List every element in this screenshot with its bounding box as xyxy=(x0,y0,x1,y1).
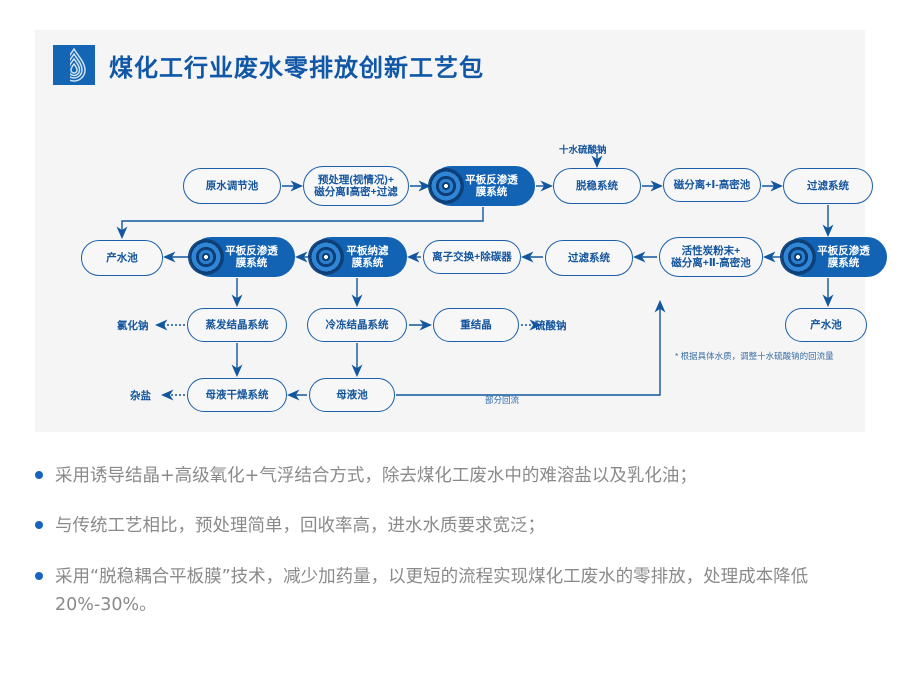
flow-node-n15: 冷冻结晶系统 xyxy=(307,308,407,342)
flow-edge-label-f1: 部分回流 xyxy=(485,395,520,405)
membrane-disc-icon xyxy=(429,169,463,203)
flow-node-n6: 过滤系统 xyxy=(783,168,873,204)
slide-panel: 煤化工行业废水零排放创新工艺包 xyxy=(35,30,887,432)
bullet-text: 采用诱导结晶+高级氧化+气浮结合方式，除去煤化工废水中的难溶盐以及乳化油； xyxy=(55,466,697,486)
flow-node-label: 产水池 xyxy=(810,318,842,331)
flow-node-n5: 磁分离+Ⅰ-高密池 xyxy=(663,168,761,202)
bullet-text: 与传统工艺相比，预处理简单，回收率高，进水水质要求宽泛； xyxy=(55,516,545,537)
flow-node-label: 过滤系统 xyxy=(807,179,849,192)
flow-node-n9: 平板纳滤 膜系统 xyxy=(309,237,407,277)
flow-connectors xyxy=(116,152,834,401)
bullet-dot-icon xyxy=(35,521,43,530)
flow-node-label: 重结晶 xyxy=(460,318,492,331)
bullet-dot-icon xyxy=(35,471,43,479)
flow-node-n2: 预处理(视情况)+ 磁分离Ⅰ高密+过滤 xyxy=(303,166,409,206)
bullet-text: 采用“脱稳耦合平板膜”技术，减少加药量，以更短的流程实现煤化工废水的零排放，处理… xyxy=(55,566,809,616)
flow-node-n11: 过滤系统 xyxy=(545,240,633,276)
flow-annotation-a1: 十水硫酸钠 xyxy=(559,145,607,156)
flow-node-label: 平板反渗透 膜系统 xyxy=(225,244,278,269)
flow-side-label-s1: 氯化钠 xyxy=(117,320,149,332)
membrane-disc-icon xyxy=(781,240,815,274)
flow-node-label: 产水池 xyxy=(106,251,138,264)
flow-node-n12: 活性炭粉末+ 磁分离+Ⅱ-高密池 xyxy=(659,237,763,277)
flow-node-n14: 蒸发结晶系统 xyxy=(187,308,287,342)
flow-node-n18: 母液干燥系统 xyxy=(187,378,287,412)
flow-node-label: 母液池 xyxy=(336,388,368,401)
flow-node-n7: 产水池 xyxy=(81,240,163,276)
flow-node-n1: 原水调节池 xyxy=(183,168,281,204)
page-title: 煤化工行业废水零排放创新工艺包 xyxy=(109,54,484,82)
flow-node-n16: 重结晶 xyxy=(433,308,519,342)
membrane-disc-icon xyxy=(189,240,223,274)
flow-side-label-s2: 硫酸钠 xyxy=(535,320,567,332)
flow-node-n8: 平板反渗透 膜系统 xyxy=(189,237,295,277)
list-item: 采用“脱稳耦合平板膜”技术，减少加药量，以更短的流程实现煤化工废水的零排放，处理… xyxy=(35,563,880,620)
flow-side-label-s3: 杂盐 xyxy=(130,390,151,402)
flow-node-label: 平板反渗透 膜系统 xyxy=(817,244,870,269)
flow-node-label: 预处理(视情况)+ 磁分离Ⅰ高密+过滤 xyxy=(314,173,398,198)
header: 煤化工行业废水零排放创新工艺包 xyxy=(53,45,484,85)
flow-node-n19: 母液池 xyxy=(309,378,395,412)
flow-node-label: 活性炭粉末+ 磁分离+Ⅱ-高密池 xyxy=(671,244,751,269)
bullet-dot-icon xyxy=(35,571,43,580)
flow-node-n17: 产水池 xyxy=(785,308,867,342)
flow-node-label: 冷冻结晶系统 xyxy=(325,318,389,331)
flow-node-label: 磁分离+Ⅰ-高密池 xyxy=(673,178,751,191)
flow-node-label: 平板纳滤 膜系统 xyxy=(346,244,389,269)
flow-node-n13: 平板反渗透 膜系统 xyxy=(781,237,887,277)
flow-node-label: 离子交换+除碳器 xyxy=(432,250,512,263)
flow-node-label: 平板反渗透 膜系统 xyxy=(465,173,518,198)
flow-node-n10: 离子交换+除碳器 xyxy=(423,240,521,274)
diagram-footnote: * 根据具体水质，调整十水硫酸钠的回流量 xyxy=(675,351,834,361)
flow-node-n3: 平板反渗透 膜系统 xyxy=(429,166,535,206)
flow-node-label: 母液干燥系统 xyxy=(205,388,269,401)
process-flow-diagram: 原水调节池预处理(视情况)+ 磁分离Ⅰ高密+过滤平板反渗透 膜系统脱稳系统磁分离… xyxy=(35,30,887,432)
list-item: 采用诱导结晶+高级氧化+气浮结合方式，除去煤化工废水中的难溶盐以及乳化油； xyxy=(35,462,880,490)
flow-node-label: 蒸发结晶系统 xyxy=(205,318,269,331)
flow-node-label: 原水调节池 xyxy=(205,179,259,192)
membrane-disc-icon xyxy=(309,240,343,274)
water-drop-ripple-logo-icon xyxy=(53,45,95,85)
bullet-list: 采用诱导结晶+高级氧化+气浮结合方式，除去煤化工废水中的难溶盐以及乳化油； 与传… xyxy=(35,462,880,641)
flow-node-n4: 脱稳系统 xyxy=(553,168,641,204)
flow-node-label: 过滤系统 xyxy=(568,251,610,264)
flow-node-label: 脱稳系统 xyxy=(576,179,618,192)
list-item: 与传统工艺相比，预处理简单，回收率高，进水水质要求宽泛； xyxy=(35,512,880,540)
